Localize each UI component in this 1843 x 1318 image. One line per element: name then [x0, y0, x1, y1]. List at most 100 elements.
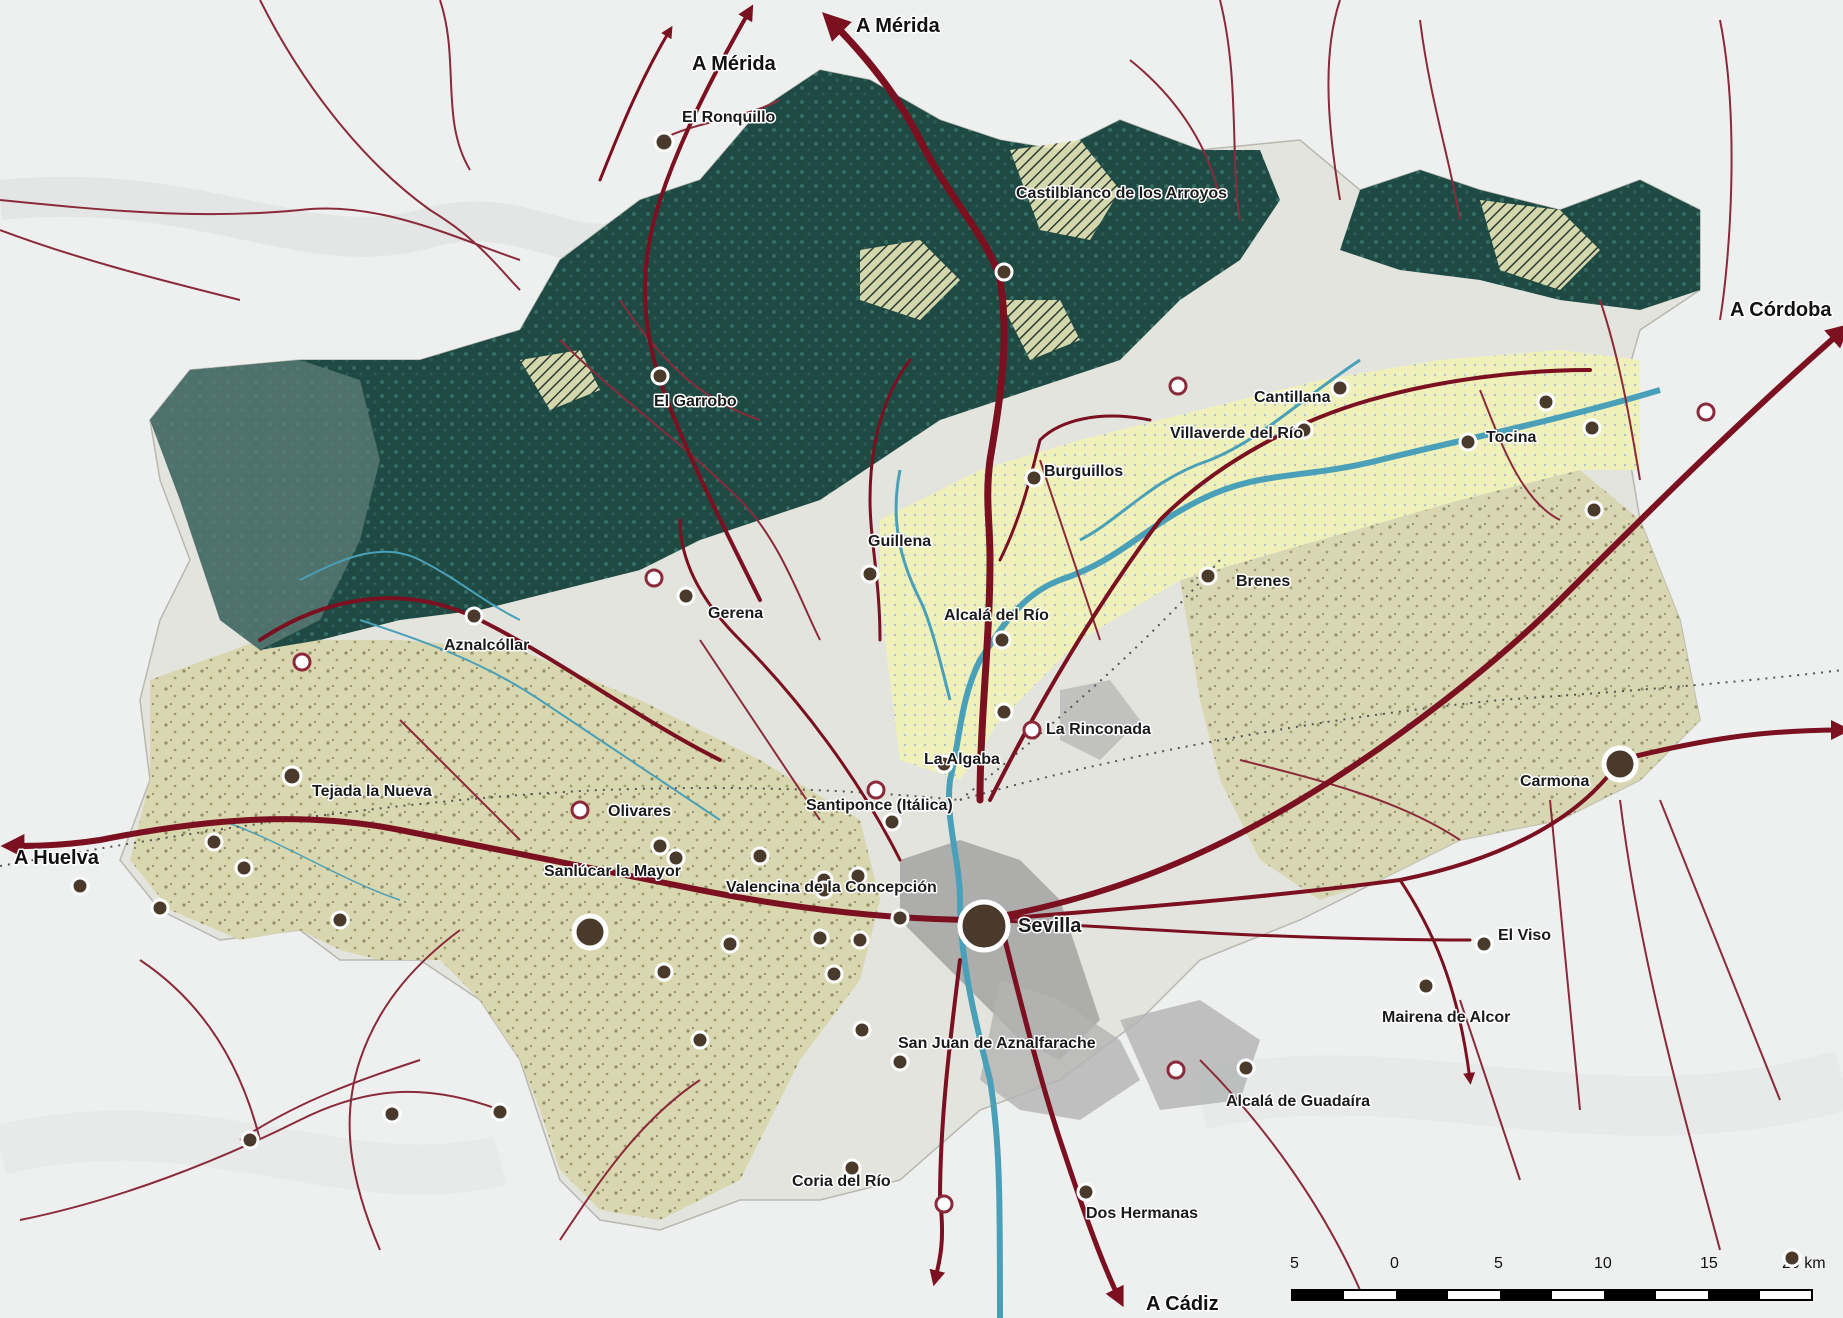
road-huelva	[0, 816, 983, 923]
heritage-site-marker	[1696, 402, 1716, 422]
road-merida-west	[643, 4, 762, 602]
town-marker	[810, 928, 830, 948]
town-marker	[150, 898, 170, 918]
town-marker	[842, 1158, 862, 1178]
town-marker	[1782, 1248, 1802, 1268]
town-label-gerena: Gerena	[708, 605, 763, 622]
road-sevilla-el-viso	[988, 918, 1472, 942]
town-marker	[330, 910, 350, 930]
town-label-alcala-guadaira: Alcalá de Guadaíra	[1226, 1093, 1370, 1110]
town-marker	[1584, 500, 1604, 520]
town-label-valencina: Valencina de la Concepción	[726, 879, 937, 896]
town-marker	[824, 964, 844, 984]
town-marker	[650, 366, 670, 386]
town-marker	[653, 131, 675, 153]
town-marker	[690, 1030, 710, 1050]
town-marker	[860, 564, 880, 584]
town-marker	[464, 606, 484, 626]
town-marker	[994, 262, 1014, 282]
town-label-coria: Coria del Río	[792, 1173, 891, 1190]
town-label-la-algaba: La Algaba	[924, 751, 1000, 768]
town-marker	[890, 908, 910, 928]
town-label-tejada: Tejada la Nueva	[312, 783, 432, 800]
town-marker	[1330, 378, 1350, 398]
town-marker	[1294, 420, 1314, 440]
town-marker	[1474, 934, 1494, 954]
town-label-carmona: Carmona	[1520, 773, 1589, 790]
town-marker	[890, 1052, 910, 1072]
town-marker	[240, 1130, 260, 1150]
town-marker	[850, 930, 870, 950]
town-markers	[70, 131, 1802, 1268]
town-label-guillena: Guillena	[868, 533, 931, 550]
town-label-villaverde: Villaverde del Río	[1170, 425, 1303, 442]
town-marker	[571, 913, 609, 951]
heritage-site-marker	[1022, 720, 1042, 740]
road-gerena	[678, 518, 902, 862]
town-marker	[281, 765, 303, 787]
town-marker	[676, 586, 696, 606]
road-merida-north	[822, 12, 1008, 804]
town-label-el-garrobo: El Garrobo	[654, 393, 737, 410]
town-marker	[1536, 392, 1556, 412]
town-marker	[957, 899, 1011, 953]
road-carmona-east	[1617, 720, 1843, 763]
town-marker	[650, 836, 670, 856]
town-marker	[70, 876, 90, 896]
town-label-dos-hermanas: Dos Hermanas	[1086, 1205, 1198, 1222]
town-marker	[750, 846, 770, 866]
town-marker	[848, 866, 868, 886]
rivers	[219, 358, 1661, 1318]
town-marker	[934, 754, 954, 774]
scale-tick-label: 5	[1290, 1255, 1299, 1272]
town-label-el-ronquillo: El Ronquillo	[682, 109, 776, 126]
town-label-castilblanco: Castilblanco de los Arroyos	[1016, 185, 1227, 202]
town-label-brenes: Brenes	[1236, 573, 1290, 590]
heritage-site-marker	[1166, 1060, 1186, 1080]
direction-labels: A Mérida A Mérida A Córdoba A Huelva A C…	[13, 14, 1834, 1317]
railways	[0, 559, 1843, 867]
town-label-cantillana: Cantillana	[1254, 389, 1331, 406]
town-marker	[814, 880, 834, 900]
town-marker	[994, 702, 1014, 722]
direction-label-cadiz: A Cádiz	[1146, 1293, 1219, 1315]
town-label-alcala-rio: Alcalá del Río	[944, 607, 1049, 624]
heritage-site-marker	[570, 800, 590, 820]
town-marker	[1582, 418, 1602, 438]
road-coria	[929, 958, 962, 1287]
town-label-olivares: Olivares	[608, 803, 671, 820]
town-marker	[992, 630, 1012, 650]
heritage-site-marker	[866, 780, 886, 800]
heritage-site-marker	[644, 568, 664, 588]
town-marker	[1601, 745, 1639, 783]
scale-tick-label: 0	[1390, 1255, 1399, 1272]
irrigated-vega	[880, 350, 1640, 780]
dehesa-hatched-areas	[520, 140, 1600, 410]
town-marker	[1024, 468, 1044, 488]
heritage-site-marker	[934, 1194, 954, 1214]
scale-tick-label: 5	[1494, 1255, 1503, 1272]
town-marker	[1236, 1058, 1256, 1078]
town-marker	[720, 934, 740, 954]
road-cadiz	[997, 917, 1124, 1308]
town-label-mairena: Mairena de Alcor	[1382, 1009, 1510, 1026]
town-label-sevilla: Sevilla	[1018, 915, 1082, 937]
direction-label-merida: A Mérida	[692, 53, 777, 75]
direction-label-cordoba: A Córdoba	[1730, 299, 1832, 321]
town-label-la-rinconada: La Rinconada	[1046, 721, 1151, 738]
heritage-site-marker	[292, 652, 312, 672]
town-marker	[1458, 432, 1478, 452]
road-guillena	[868, 358, 912, 642]
town-label-burguillos: Burguillos	[1044, 463, 1123, 480]
direction-label-huelva: A Huelva	[14, 847, 100, 869]
heritage-site-marker	[1168, 376, 1188, 396]
town-marker	[882, 812, 902, 832]
road-merida-north-2	[598, 25, 673, 182]
town-marker	[204, 832, 224, 852]
scale-bar: 5 0 5 10 15 20 km	[1290, 1255, 1826, 1301]
road-cordoba	[977, 323, 1843, 923]
town-labels: El Ronquillo Castilblanco de los Arroyos…	[311, 108, 1591, 1224]
forest-sierra-norte	[150, 70, 1280, 650]
road-sevilla-carmona	[988, 758, 1622, 922]
